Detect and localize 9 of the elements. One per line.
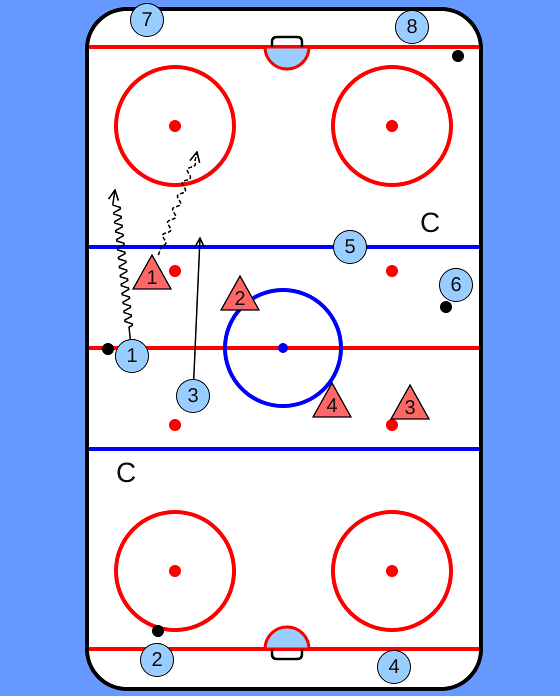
- defender-triangle: 4: [312, 382, 352, 418]
- backward-skate-arrow: [158, 151, 200, 256]
- defender-triangle: 2: [220, 275, 260, 311]
- defender-triangle: 1: [132, 254, 172, 290]
- defender-triangle: 3: [390, 384, 430, 420]
- puck-carry-arrow: [108, 189, 134, 340]
- skate-arrow: [193, 237, 206, 380]
- zone-letter: C: [420, 207, 440, 239]
- zone-letter: C: [116, 457, 136, 489]
